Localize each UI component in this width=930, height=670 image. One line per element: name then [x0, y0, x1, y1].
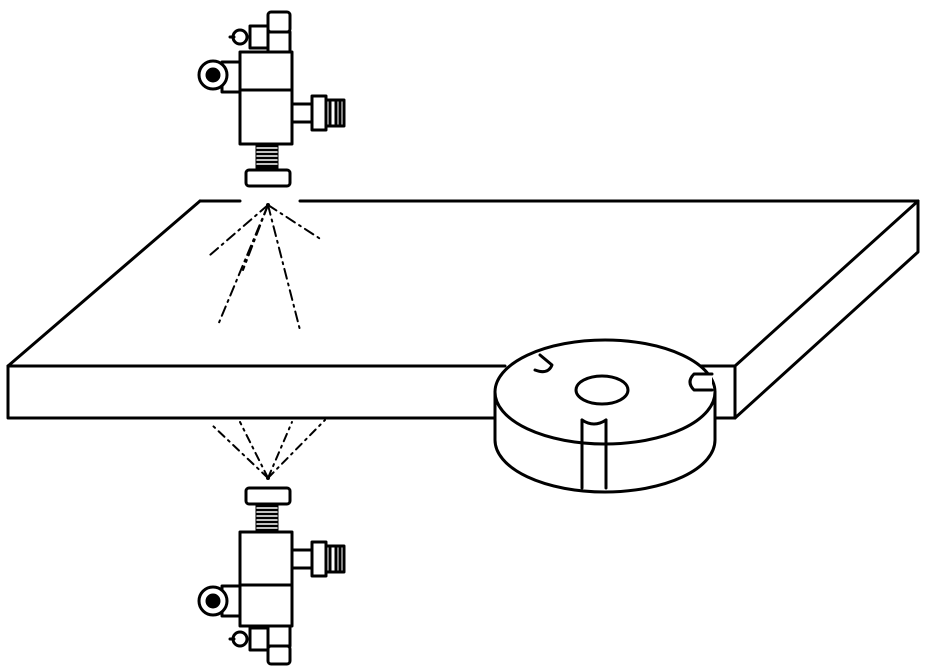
plate [6, 199, 920, 420]
cutter-slot-right [688, 372, 714, 392]
cutter-center-hole [574, 374, 630, 406]
top-spray-origin [266, 203, 270, 207]
plate-front-face [6, 364, 497, 420]
cutter-front-slot [580, 418, 608, 490]
plate-top-left-edge [6, 199, 202, 368]
top-nozzle [197, 10, 346, 188]
bottom-spray [211, 419, 326, 479]
top-spray [209, 204, 323, 331]
plate-right-face [733, 199, 920, 420]
disc-cutter [493, 338, 717, 494]
cutter-slot-back-left [533, 353, 554, 374]
bottom-nozzle [197, 486, 346, 666]
plate-top-right-edge [733, 199, 920, 368]
bottom-spray-origin [266, 476, 270, 480]
